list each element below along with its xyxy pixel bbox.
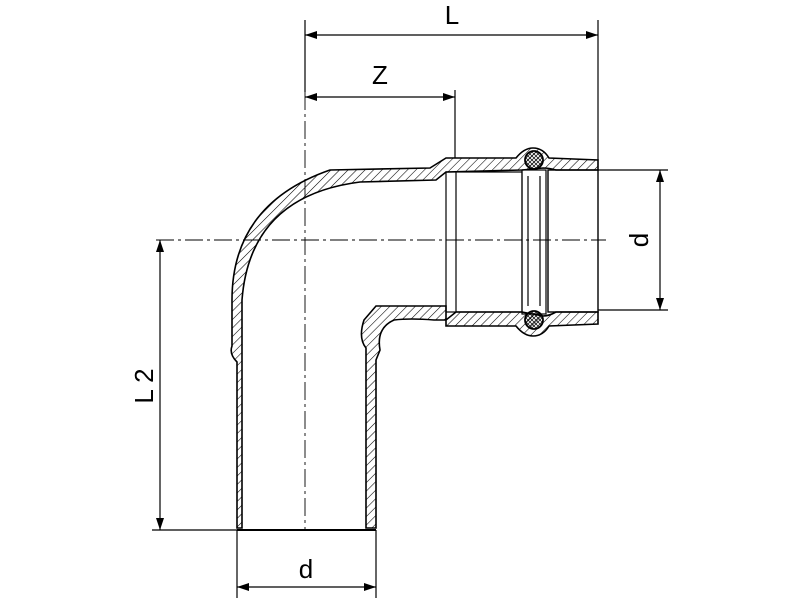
seal-groove [521, 169, 547, 315]
outer-wall-section [230, 147, 599, 529]
socket-mouth [547, 169, 599, 313]
o-ring-top [524, 150, 544, 170]
label-d-bottom: d [299, 554, 313, 584]
label-z: Z [372, 60, 388, 90]
label-d-right: d [624, 233, 654, 247]
inner-wall-section [360, 305, 599, 529]
label-l: L [445, 0, 459, 30]
o-ring-bottom [524, 310, 544, 330]
label-l2: L 2 [129, 368, 159, 403]
socket-bore [445, 171, 523, 313]
